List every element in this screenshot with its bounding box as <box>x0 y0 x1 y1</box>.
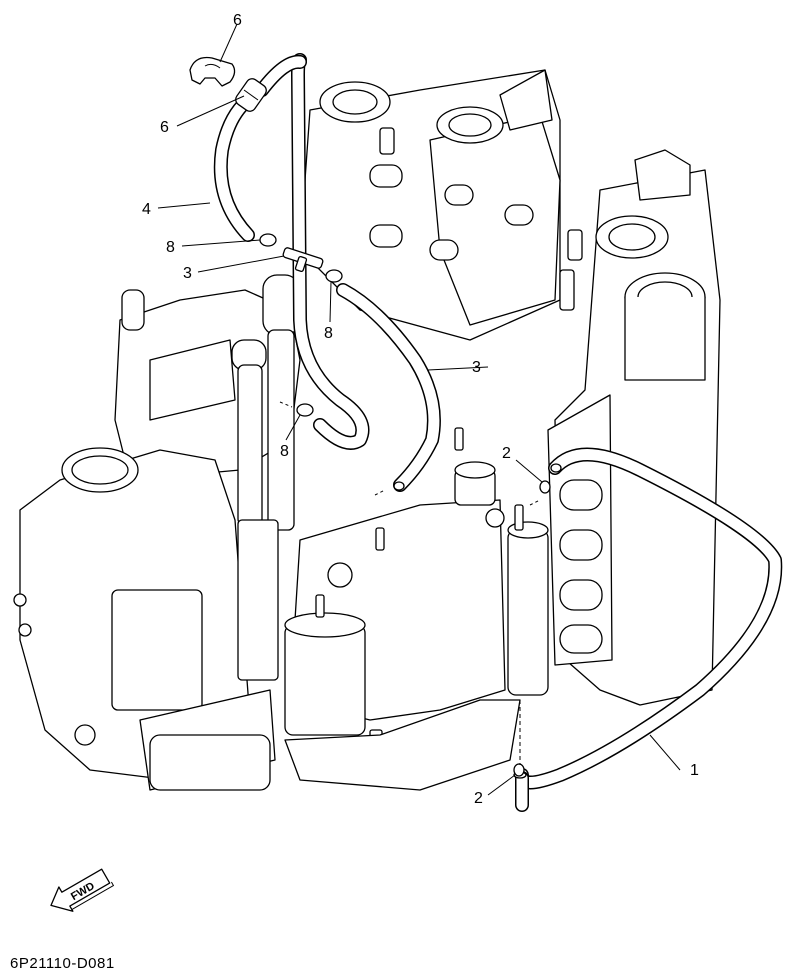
callout-labels: 6 6 4 8 3 8 3 8 2 1 2 <box>142 12 699 807</box>
callout-2-upper: 2 <box>502 445 511 462</box>
callout-2-lower: 2 <box>474 790 483 807</box>
clip-part-7 <box>189 56 236 87</box>
breather-hose <box>291 53 370 450</box>
hose-part-3 <box>336 283 441 492</box>
callout-5: 4 <box>142 201 151 218</box>
fwd-label: FWD <box>69 880 97 903</box>
connector-part-6 <box>235 78 267 112</box>
diagram-code: 6P21110-D081 <box>10 955 115 972</box>
callout-8-low: 8 <box>280 443 289 460</box>
joint-part-4 <box>282 247 324 273</box>
callout-7: 6 <box>233 12 242 29</box>
callout-8-mid: 8 <box>324 325 333 342</box>
assembly-dash-lines <box>279 401 541 765</box>
callout-8-top: 8 <box>166 239 175 256</box>
callout-6: 6 <box>160 119 169 136</box>
callout-1: 1 <box>690 762 699 779</box>
callout-4: 3 <box>183 265 192 282</box>
engine-block-outline <box>13 69 721 791</box>
callout-3: 3 <box>472 359 481 376</box>
hose-part-1 <box>513 447 783 812</box>
fwd-arrow: FWD <box>50 868 115 912</box>
clamp-part-2 <box>513 480 551 777</box>
leader-lines <box>157 23 681 796</box>
